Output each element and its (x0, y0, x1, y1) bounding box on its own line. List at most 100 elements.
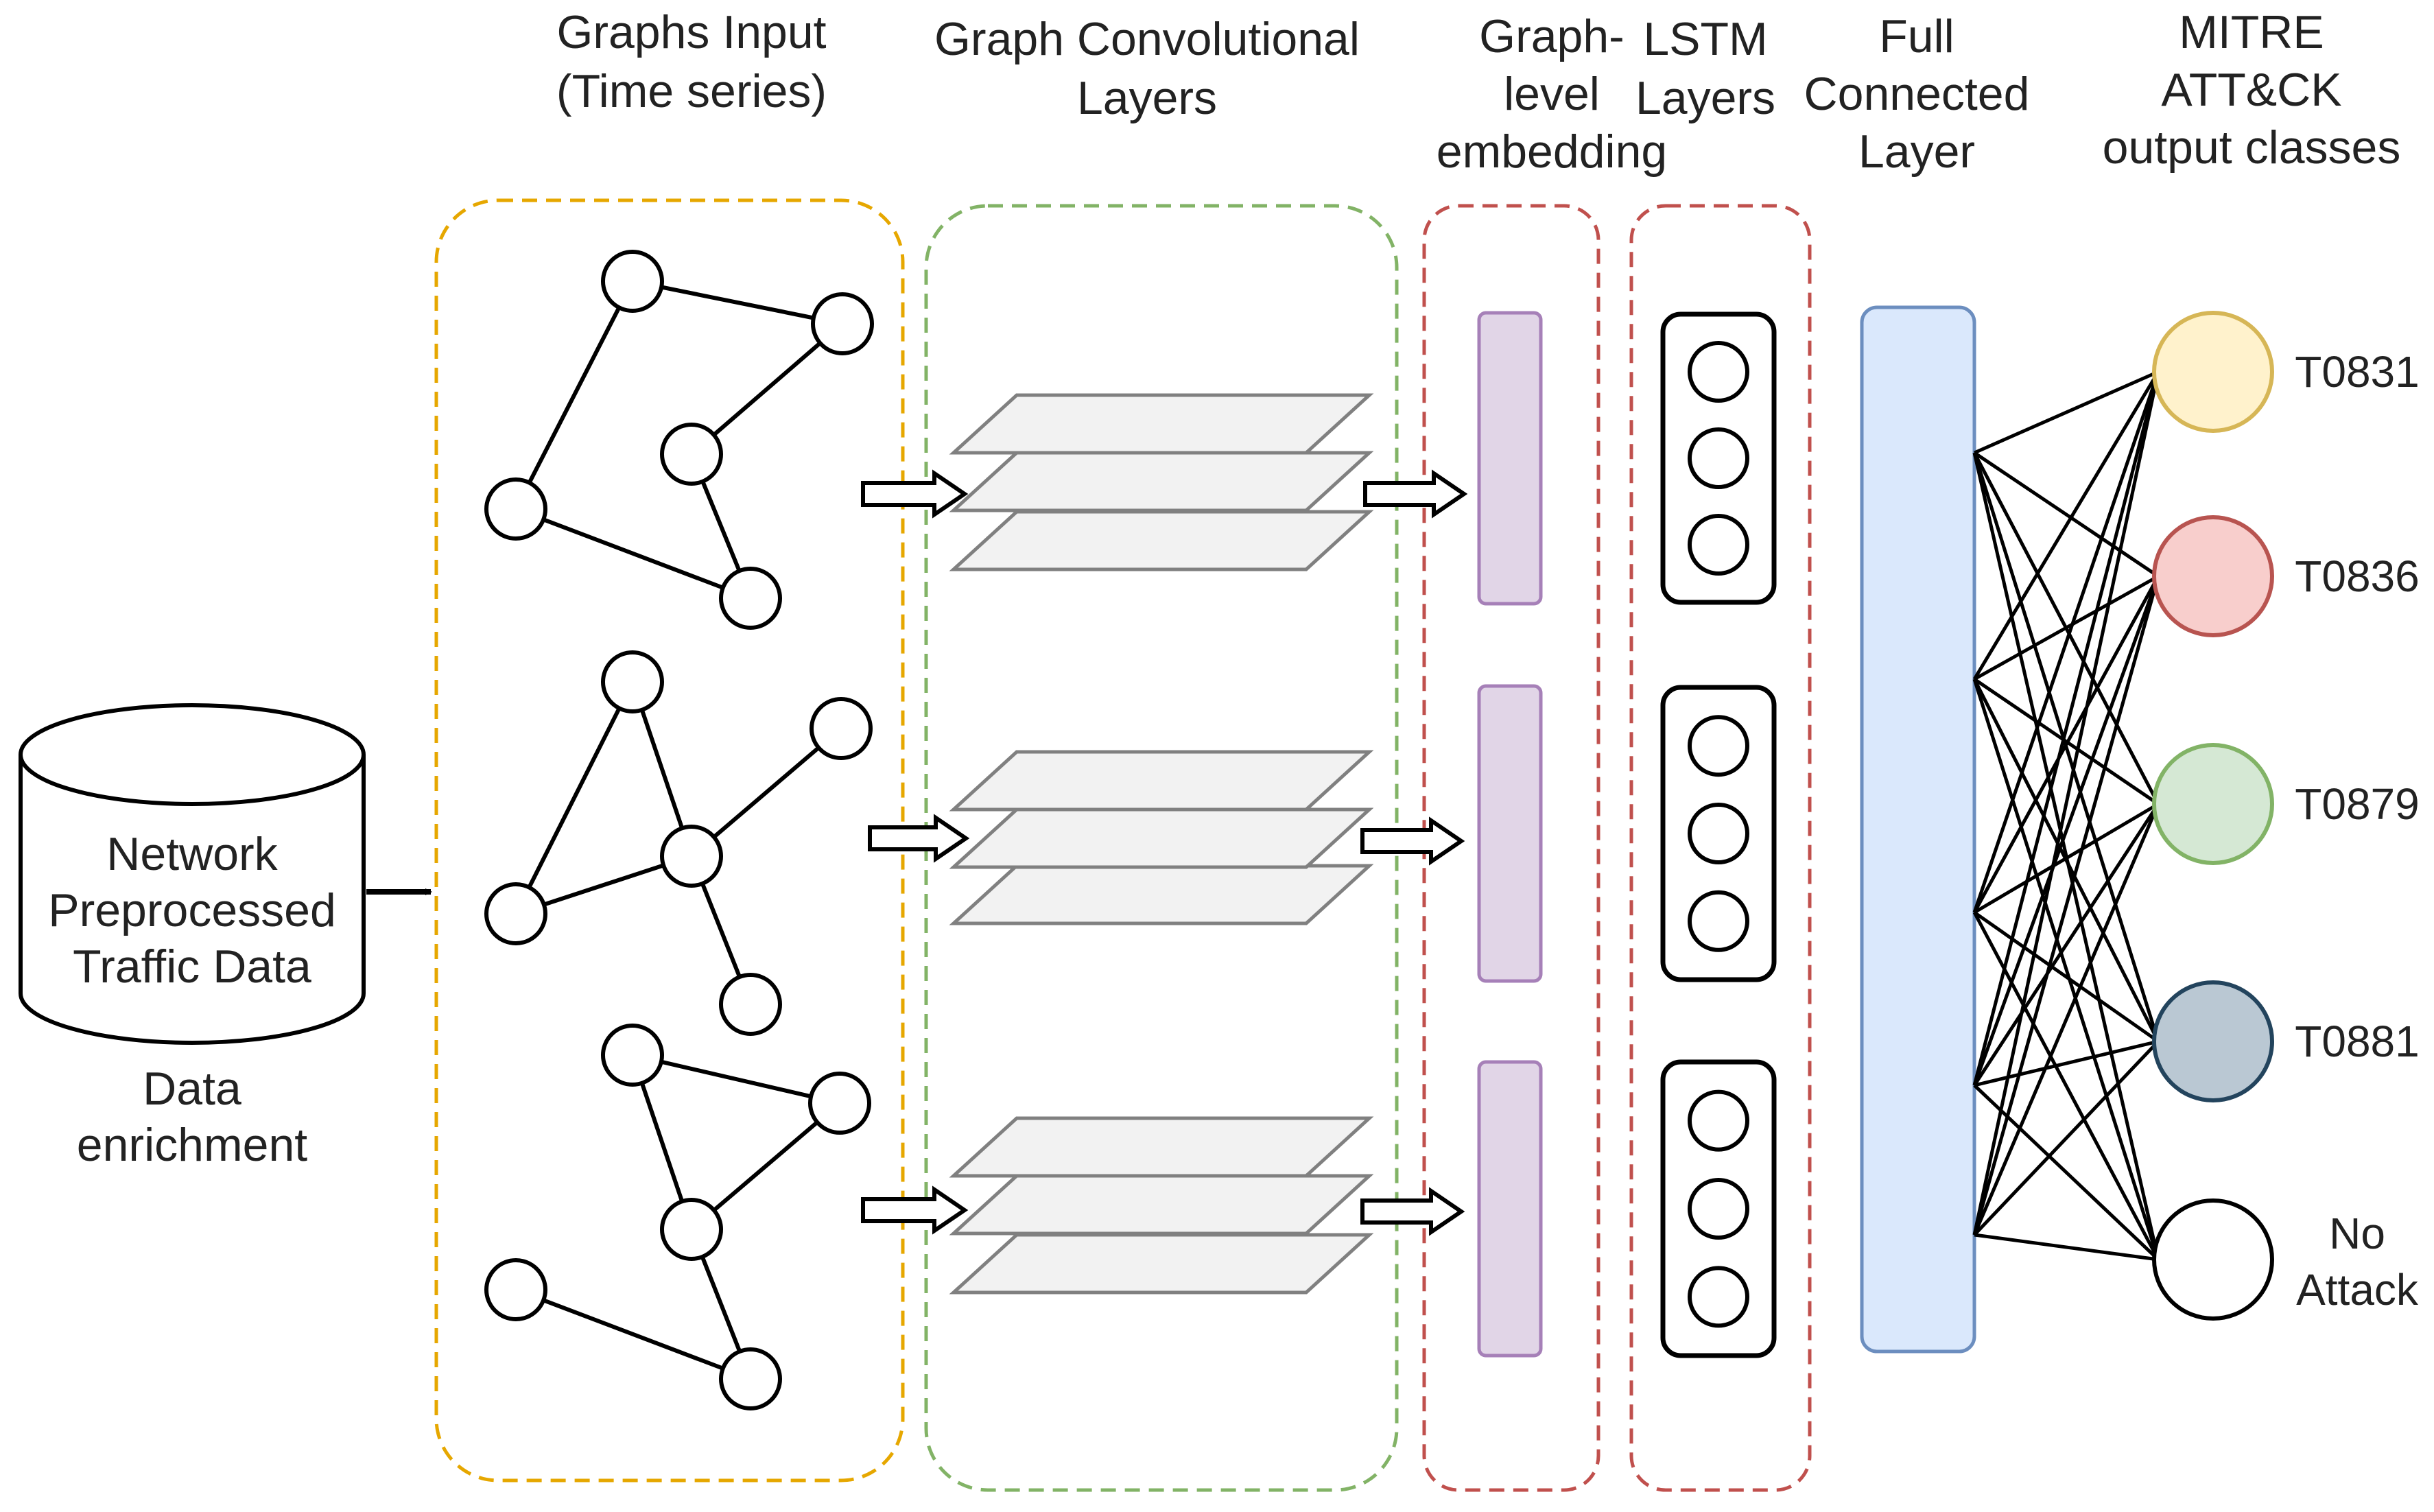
graph-node (601, 650, 664, 713)
graph-node (719, 567, 782, 630)
fully-connected-layer (1860, 305, 1976, 1354)
graph-node (719, 1347, 782, 1410)
lstm-unit (1688, 427, 1749, 489)
graph-node (660, 423, 723, 486)
output-class: T0836 (2152, 515, 2420, 637)
graph-node (484, 882, 547, 945)
lstm-unit (1688, 514, 1749, 576)
graph-edge (514, 280, 635, 510)
gcn-plane (949, 864, 1374, 925)
fc-edge (1972, 576, 2160, 1236)
output-node (2152, 515, 2274, 637)
fc-edge (1972, 678, 2160, 1260)
fc-edge (1973, 451, 2160, 578)
output-class: T0879 (2152, 743, 2420, 865)
fc-edge (1972, 576, 2160, 1086)
graph-node (484, 477, 547, 541)
fc-edge (1972, 803, 2160, 1236)
graph-samples (484, 250, 874, 1410)
fc-edge (1974, 1233, 2159, 1262)
gcn-plane (949, 807, 1374, 869)
lstm-unit (1688, 1089, 1749, 1152)
fc-edge (1974, 1039, 2159, 1087)
graph-sample (484, 1024, 871, 1410)
gcn-plane (949, 1116, 1374, 1178)
output-node (2152, 980, 2274, 1102)
output-class-label: T0831 (2295, 347, 2419, 397)
fc-edge (1973, 574, 2160, 681)
graph-node (484, 1258, 547, 1321)
graph-edge (632, 279, 843, 326)
gcn-plane (949, 393, 1374, 455)
fc-edge (1972, 678, 2160, 1043)
graph-node (719, 973, 782, 1036)
lstm-unit (1688, 1266, 1749, 1328)
output-class: T0881 (2152, 980, 2420, 1102)
graph-node (808, 1072, 871, 1135)
graph-node (660, 825, 723, 888)
fc-edge (1973, 910, 2160, 1043)
lstm-unit (1688, 341, 1749, 403)
lstm-unit (1688, 890, 1749, 952)
gcn-layer-planes (949, 393, 1374, 1295)
hollow-arrows (861, 469, 1468, 1236)
graph-edge (690, 322, 844, 456)
flow-arrow (1363, 469, 1468, 519)
graph-sample (484, 250, 874, 630)
lstm-unit (1688, 1178, 1749, 1240)
output-node (2152, 1198, 2274, 1321)
gcn-plane (949, 451, 1374, 512)
lstm-unit (1688, 715, 1749, 777)
graph-edge (515, 1288, 752, 1381)
fc-edge (1973, 1084, 2160, 1261)
fc-edge (1972, 371, 2160, 913)
flow-arrow (1360, 1187, 1465, 1236)
embedding-vector (1477, 1060, 1543, 1358)
graph-edge (690, 1101, 841, 1231)
lstm-unit (1688, 803, 1749, 864)
graph-edge (632, 1053, 840, 1105)
fc-edge (1972, 452, 2160, 1260)
fc-edge (1973, 1040, 2160, 1236)
graph-node (601, 1024, 664, 1087)
output-node (2152, 311, 2274, 433)
gcn-plane (949, 510, 1374, 571)
gcn-plane (949, 750, 1374, 812)
lstm-cell (1660, 311, 1777, 605)
graph-node (601, 250, 664, 313)
output-class: T0831 (2152, 311, 2420, 433)
output-class-label: T0881 (2295, 1017, 2419, 1066)
fc-edge (1972, 370, 2160, 681)
output-node (2152, 743, 2274, 865)
flow-arrow (1360, 816, 1465, 866)
gcn-plane (949, 1233, 1374, 1295)
fc-edge (1972, 371, 2160, 1236)
lstm-box (1629, 204, 1812, 1492)
graph-node (660, 1198, 723, 1261)
output-class-label: T0879 (2295, 779, 2419, 829)
graph-edge (514, 681, 635, 915)
graph-edge (690, 727, 842, 858)
fc-edge (1972, 803, 2160, 1087)
graph-sample (484, 650, 873, 1036)
lstm-cells (1660, 311, 1777, 1358)
fc-output-connections (1972, 370, 2160, 1262)
flow-arrow (868, 814, 970, 863)
gcn-plane (949, 1174, 1374, 1236)
flow-arrow (861, 1185, 969, 1235)
embedding-vector (1477, 684, 1543, 983)
graph-node (811, 292, 874, 355)
flow-arrow (861, 469, 969, 519)
